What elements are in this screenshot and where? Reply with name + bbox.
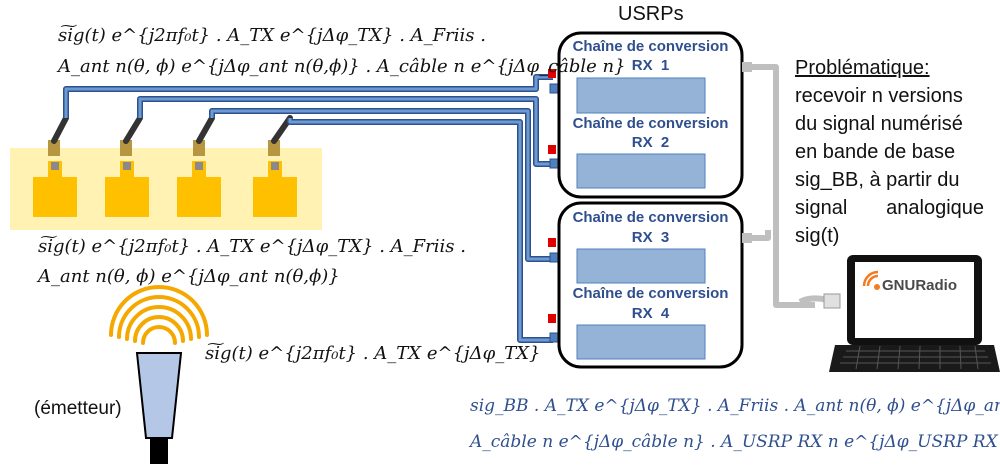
antenna-patch-3 xyxy=(177,161,221,217)
port-red-4 xyxy=(548,314,556,323)
rx-chain-box-2 xyxy=(576,153,706,189)
equation-mid-line1: s͠ig(t) e^{j2πf₀t} . A_TX e^{jΔφ_TX} . A… xyxy=(38,236,466,257)
antenna-patch-2 xyxy=(105,161,149,217)
sma-connector-2 xyxy=(120,115,143,156)
chain-rx-4: RX 4 xyxy=(631,305,670,322)
equation-bottom-line2: A_câble n e^{jΔφ_câble n} . A_USRP RX n … xyxy=(470,432,1000,452)
equation-top-line2: A_ant n(θ, ϕ) e^{jΔφ_ant n(θ,ϕ)} . A_câb… xyxy=(58,56,626,77)
problem-line-1: recevoir n versions xyxy=(795,85,963,107)
equation-emitter: s͠ig(t) e^{j2πf₀t} . A_TX e^{jΔφ_TX} xyxy=(205,343,541,364)
problem-line-4: sig_BB, à partir du xyxy=(795,169,960,191)
port-red-1 xyxy=(548,69,556,78)
equation-mid-line2: A_ant n(θ, ϕ) e^{jΔφ_ant n(θ,ϕ)} xyxy=(38,266,340,287)
rf-cable-4 xyxy=(287,118,553,343)
sma-connector-1 xyxy=(48,115,69,156)
emitter-horn xyxy=(135,352,183,439)
emitter-base xyxy=(150,438,168,464)
port-blue-1 xyxy=(549,83,559,94)
emitter-label: (émetteur) xyxy=(34,398,122,419)
problem-line-5: signal analogique xyxy=(795,197,985,219)
problem-block: Problématique: recevoir n versions du si… xyxy=(795,54,985,250)
chain-title-3: Chaîne de conversion xyxy=(572,209,729,226)
equation-top-line1: s͠ig(t) e^{j2πf₀t} . A_TX e^{jΔφ_TX} . A… xyxy=(58,25,486,46)
port-red-3 xyxy=(548,238,556,247)
equation-bottom-line1: sig_BB . A_TX e^{jΔφ_TX} . A_Friis . A_a… xyxy=(470,396,1000,416)
laptop xyxy=(829,255,1000,372)
gnuradio-logo-icon xyxy=(862,270,880,290)
emitter-waves xyxy=(109,285,209,345)
rx-chain-box-1 xyxy=(576,77,706,114)
chain-title-4: Chaîne de conversion xyxy=(572,285,729,302)
chain-rx-2: RX 2 xyxy=(631,134,670,151)
sma-connector-3 xyxy=(193,115,215,156)
rx-chain-box-3 xyxy=(576,248,706,284)
port-red-2 xyxy=(548,145,556,154)
problem-line-2: du signal numérisé xyxy=(795,113,963,135)
chain-title-2: Chaîne de conversion xyxy=(572,115,729,132)
problem-line-3: en bande de base xyxy=(795,141,956,163)
rx-chain-box-4 xyxy=(576,324,706,360)
antenna-patch-1 xyxy=(33,161,77,217)
ethernet-port-1 xyxy=(742,62,752,72)
problem-line-6: sig(t) xyxy=(795,225,840,247)
problem-heading: Problématique: xyxy=(795,57,930,79)
usrp-title: USRPs xyxy=(618,3,684,25)
ethernet-port-2 xyxy=(742,233,752,243)
port-blue-2 xyxy=(549,158,559,169)
chain-rx-3: RX 3 xyxy=(631,229,670,246)
ethernet-cable-1 xyxy=(742,64,815,308)
chain-title-1: Chaîne de conversion xyxy=(572,38,729,55)
gnuradio-logo-text: GNURadio xyxy=(882,277,957,294)
port-blue-4 xyxy=(549,332,559,343)
antenna-patch-4 xyxy=(253,161,297,217)
port-blue-3 xyxy=(549,252,559,263)
chain-rx-1: RX 1 xyxy=(631,57,670,74)
rj45-plug xyxy=(798,293,841,309)
